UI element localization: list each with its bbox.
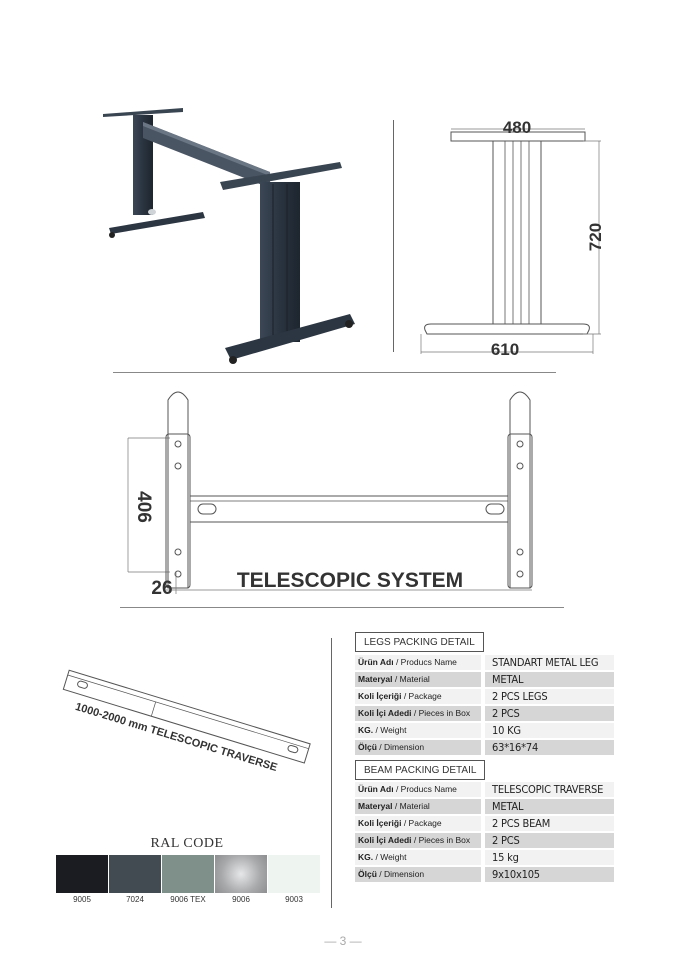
- packing-row: Koli İçeriği / Package 2 PCS BEAM: [355, 815, 614, 832]
- packing-row: Koli İçi Adedi / Pieces in Box 2 PCS: [355, 832, 614, 849]
- packing-row-label: Ürün Adı / Producs Name: [355, 655, 481, 670]
- packing-row-label: KG. / Weight: [355, 723, 481, 738]
- packing-row-value: 2 PCS: [485, 706, 614, 721]
- packing-row-value: 10 KG: [485, 723, 614, 738]
- packing-row-label: Koli İçi Adedi / Pieces in Box: [355, 833, 481, 848]
- divider-vertical-bottom: [331, 638, 332, 908]
- packing-row: KG. / Weight 10 KG: [355, 722, 614, 739]
- packing-row-value: 9x10x105: [485, 867, 614, 882]
- legs-packing-table: Ürün Adı / Producs Name STANDART METAL LE…: [355, 654, 614, 756]
- ral-swatch: [215, 855, 267, 893]
- traverse-caption: 1000-2000 mm TELESCOPIC TRAVERSE: [74, 701, 279, 774]
- packing-row-label: Ürün Adı / Producs Name: [355, 782, 481, 797]
- ral-swatch: [109, 855, 161, 893]
- side-dimension-drawing: 480 720 610: [420, 118, 605, 359]
- packing-row-label: KG. / Weight: [355, 850, 481, 865]
- dim-offset: 26: [151, 578, 172, 599]
- packing-row-value: 15 kg: [485, 850, 614, 865]
- ral-swatch-label: 7024: [126, 895, 144, 904]
- telescopic-system-drawing: 406 26 TELESCOPIC SYSTEM: [127, 391, 533, 599]
- packing-row-label: Materyal / Material: [355, 799, 481, 814]
- packing-row-label: Koli İçeriği / Package: [355, 689, 481, 704]
- packing-row-label: Koli İçeriği / Package: [355, 816, 481, 831]
- beam-packing-header: BEAM PACKING DETAIL: [355, 760, 486, 780]
- packing-row: Ölçü / Dimension 63*16*74: [355, 739, 614, 756]
- packing-row-label: Ölçü / Dimension: [355, 740, 481, 755]
- packing-row: Koli İçeriği / Package 2 PCS LEGS: [355, 688, 614, 705]
- page-number: — 3 —: [324, 934, 362, 948]
- telescopic-system-title: TELESCOPIC SYSTEM: [237, 569, 463, 592]
- ral-code-title: RAL CODE: [150, 836, 224, 851]
- divider-horizontal-top: [113, 372, 556, 373]
- packing-row: Koli İçi Adedi / Pieces in Box 2 PCS: [355, 705, 614, 722]
- ral-swatch: [56, 855, 108, 893]
- packing-row-label: Koli İçi Adedi / Pieces in Box: [355, 706, 481, 721]
- ral-swatch-label: 9006: [232, 895, 250, 904]
- ral-swatch: [268, 855, 320, 893]
- packing-row: Ürün Adı / Producs Name STANDART METAL LE…: [355, 654, 614, 671]
- telescopic-traverse-drawing: 1000-2000 mm TELESCOPIC TRAVERSE: [62, 669, 311, 774]
- product-3d-render: [103, 108, 355, 364]
- ral-swatch-label: 9003: [285, 895, 303, 904]
- dim-height: 720: [586, 223, 605, 251]
- packing-row-value: 63*16*74: [485, 740, 614, 755]
- divider-horizontal-bottom: [120, 607, 564, 608]
- ral-swatch: [162, 855, 214, 893]
- packing-row-value: METAL: [485, 672, 614, 687]
- dim-depth: 406: [133, 491, 154, 523]
- legs-packing-header: LEGS PACKING DETAIL: [355, 632, 484, 652]
- packing-row-label: Materyal / Material: [355, 672, 481, 687]
- packing-row-value: METAL: [485, 799, 614, 814]
- packing-row-value: 2 PCS LEGS: [485, 689, 614, 704]
- packing-row: Materyal / Material METAL: [355, 671, 614, 688]
- packing-row: Ürün Adı / Producs Name TELESCOPIC TRAVER…: [355, 781, 614, 798]
- packing-row-label: Ölçü / Dimension: [355, 867, 481, 882]
- packing-row-value: STANDART METAL LEG: [485, 655, 614, 670]
- dim-width-top: 480: [503, 118, 531, 137]
- dim-width-base: 610: [491, 340, 519, 359]
- divider-vertical: [393, 120, 394, 352]
- packing-row-value: 2 PCS BEAM: [485, 816, 614, 831]
- ral-swatch-label: 9006 TEX: [170, 895, 206, 904]
- packing-row-value: 2 PCS: [485, 833, 614, 848]
- beam-packing-table: Ürün Adı / Producs Name TELESCOPIC TRAVER…: [355, 781, 614, 883]
- packing-row: Materyal / Material METAL: [355, 798, 614, 815]
- packing-row: Ölçü / Dimension 9x10x105: [355, 866, 614, 883]
- packing-row: KG. / Weight 15 kg: [355, 849, 614, 866]
- packing-row-value: TELESCOPIC TRAVERSE: [485, 782, 614, 797]
- ral-swatch-label: 9005: [73, 895, 91, 904]
